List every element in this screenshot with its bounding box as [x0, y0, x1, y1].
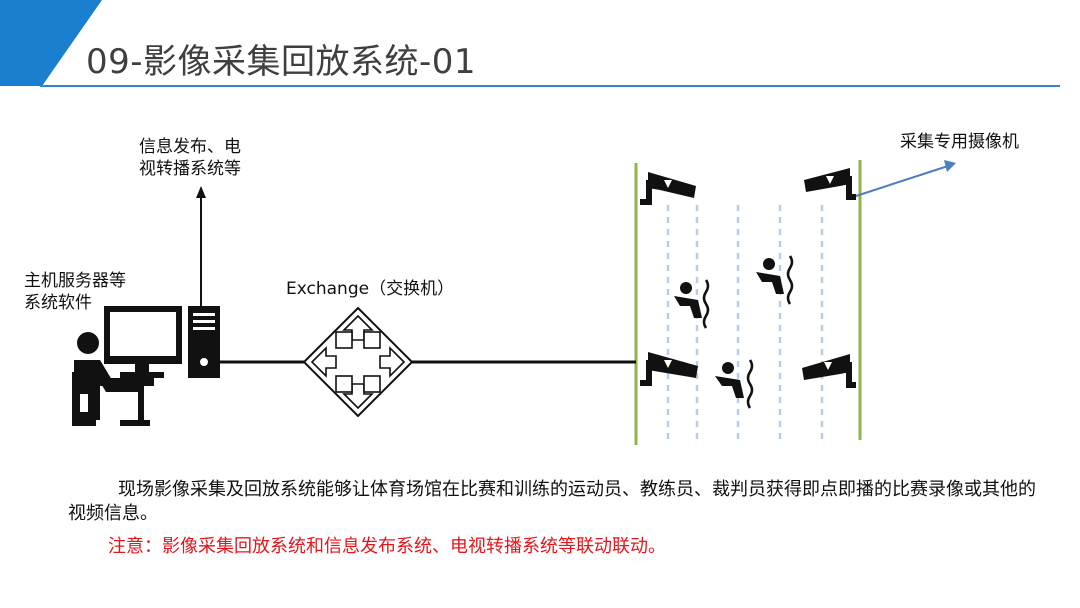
swimmer-icon — [674, 279, 710, 329]
camera-label: 采集专用摄像机 — [900, 132, 1019, 152]
lane-lines — [634, 160, 862, 445]
description-paragraph: 现场影像采集及回放系统能够让体育场馆在比赛和训练的运动员、教练员、裁判员获得即点… — [68, 478, 1038, 526]
camera-icon — [640, 352, 698, 386]
host-label-line: 系统软件 — [24, 293, 92, 313]
header-accent-shape — [0, 0, 102, 86]
page-title: 09-影像采集回放系统-01 — [86, 42, 477, 82]
tower-case-icon — [188, 306, 220, 378]
camera-icon — [802, 354, 856, 388]
info-publish-label: 信息发布、电 视转播系统等 — [139, 136, 241, 180]
operator-icon — [77, 332, 99, 354]
description-text: 现场影像采集及回放系统能够让体育场馆在比赛和训练的运动员、教练员、裁判员获得即点… — [68, 479, 1036, 524]
host-label-line: 主机服务器等 — [24, 271, 126, 291]
camera-icon — [640, 172, 696, 205]
swimmer-icon — [756, 255, 794, 305]
camera-pointer-arrow — [855, 160, 956, 197]
info-publish-label-line: 视转播系统等 — [139, 159, 241, 179]
camera-icon — [804, 168, 856, 200]
note-text: 注意：影像采集回放系统和信息发布系统、电视转播系统等联动联动。 — [108, 536, 666, 557]
exchange-switch-icon — [302, 306, 414, 418]
info-publish-label-line: 信息发布、电 — [139, 137, 241, 157]
exchange-label: Exchange（交换机） — [286, 279, 455, 299]
publish-arrow — [196, 186, 206, 310]
host-label: 主机服务器等 系统软件 — [24, 270, 126, 314]
swimmer-icon — [715, 359, 754, 409]
computer-workstation-icon — [72, 306, 220, 426]
